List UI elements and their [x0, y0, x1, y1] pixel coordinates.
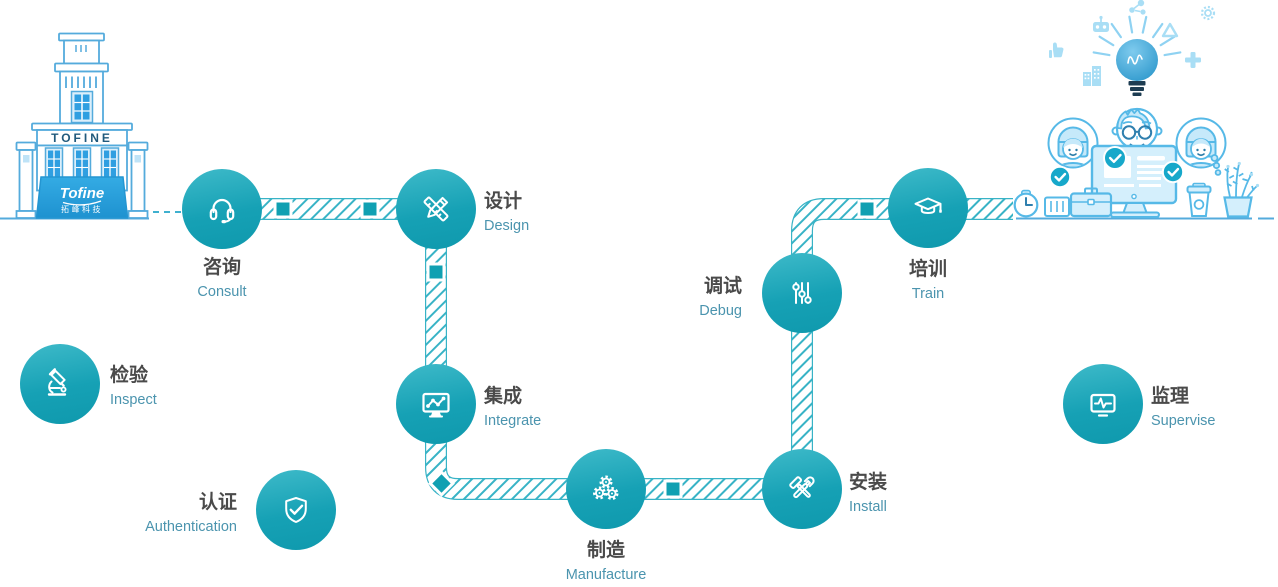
- building-windows: [44, 147, 120, 180]
- building-banner: [35, 176, 129, 219]
- step-train: [888, 168, 968, 248]
- team-illustration: [1005, 0, 1278, 230]
- step-consult-label-en: Consult: [197, 284, 247, 300]
- molecule-icon: [1129, 0, 1146, 15]
- step-manufacture-label: 制造 Manufacture: [526, 535, 686, 583]
- building-sign: TOFINE: [51, 131, 113, 145]
- step-manufacture-label-zh: 制造: [586, 540, 625, 561]
- step-supervise-label: 监理 Supervise: [1151, 381, 1215, 429]
- step-debug: [762, 253, 842, 333]
- step-design-label-zh: 设计: [484, 191, 523, 212]
- pencil-ruler-icon: [423, 196, 449, 222]
- step-authentication-label: 认证 Authentication: [145, 487, 237, 535]
- gears-icon: [593, 475, 619, 500]
- step-inspect: [20, 344, 100, 424]
- plus-icon: [1185, 52, 1201, 68]
- step-install-label: 安装 Install: [849, 467, 887, 515]
- step-install-label-en: Install: [849, 499, 887, 515]
- step-manufacture: [566, 449, 646, 529]
- gear-icon: [1200, 5, 1216, 21]
- step-inspect-label: 检验 Inspect: [110, 360, 157, 408]
- step-inspect-label-zh: 检验: [110, 365, 149, 386]
- step-train-label: 培训 Train: [848, 254, 1008, 302]
- step-train-label-zh: 培训: [908, 259, 947, 280]
- check-badge-icon: [1048, 146, 1185, 189]
- step-install: [762, 449, 842, 529]
- step-authentication-label-en: Authentication: [145, 519, 237, 535]
- road-outline: [222, 198, 1013, 500]
- step-consult-label-zh: 咨询: [202, 257, 241, 278]
- building-vents: [75, 45, 87, 52]
- building-illustration: TOFINE Tofine 拓峰科技: [12, 28, 157, 225]
- clock-icon: [1013, 189, 1039, 218]
- plant-icon: [1223, 161, 1260, 218]
- wrench-hammer-icon: [789, 476, 815, 499]
- step-design: [396, 169, 476, 249]
- step-authentication: [256, 470, 336, 550]
- microscope-icon: [47, 368, 67, 396]
- robot-icon: [1093, 15, 1109, 32]
- step-consult: [182, 169, 262, 249]
- monitor-chart-icon: [422, 392, 450, 418]
- monitor-pulse-icon: [1090, 393, 1116, 417]
- shield-check-icon: [285, 497, 307, 523]
- road-marker: [857, 199, 877, 219]
- step-consult-label: 咨询 Consult: [142, 252, 302, 300]
- step-debug-label-en: Debug: [699, 303, 742, 319]
- building-logo-cn: 拓峰科技: [61, 204, 103, 214]
- road-marker: [273, 199, 293, 219]
- sliders-icon: [792, 282, 812, 304]
- road-marker: [663, 479, 683, 499]
- coffee-cup-icon: [1186, 182, 1212, 217]
- headset-icon: [209, 198, 235, 224]
- step-integrate-label-en: Integrate: [484, 413, 542, 429]
- step-supervise-label-zh: 监理: [1151, 386, 1190, 407]
- step-authentication-label-zh: 认证: [198, 492, 237, 513]
- building-columns: [15, 141, 149, 219]
- road-marker: [426, 262, 446, 282]
- lightbulb-icon: [1116, 39, 1158, 96]
- step-design-label: 设计 Design: [484, 186, 529, 234]
- step-integrate: [396, 364, 476, 444]
- step-design-label-en: Design: [484, 218, 530, 234]
- thumbs-up-icon: [1049, 42, 1064, 58]
- graduation-cap-icon: [914, 197, 942, 214]
- step-debug-label: 调试 Debug: [699, 271, 742, 319]
- step-integrate-label-zh: 集成: [484, 386, 523, 407]
- step-integrate-label: 集成 Integrate: [484, 381, 541, 429]
- team-member-center: [1111, 107, 1163, 151]
- step-supervise-label-en: Supervise: [1151, 413, 1216, 429]
- team-member-right: [1175, 117, 1227, 176]
- step-manufacture-label-en: Manufacture: [565, 567, 647, 583]
- briefcase-icon: [1044, 187, 1113, 218]
- road-hatch: [222, 199, 1013, 499]
- tower-window: [70, 90, 94, 124]
- step-inspect-label-en: Inspect: [110, 392, 157, 408]
- building-logo: Tofine: [60, 185, 104, 202]
- team-member-left: [1047, 117, 1099, 169]
- buildings-icon: [1083, 66, 1101, 86]
- recycle-icon: [1161, 22, 1179, 38]
- step-train-label-en: Train: [911, 286, 945, 302]
- step-supervise: [1063, 364, 1143, 444]
- idea-rays: [1092, 15, 1182, 57]
- road-marker: [360, 199, 380, 219]
- step-debug-label-zh: 调试: [703, 276, 742, 297]
- step-install-label-zh: 安装: [849, 472, 888, 493]
